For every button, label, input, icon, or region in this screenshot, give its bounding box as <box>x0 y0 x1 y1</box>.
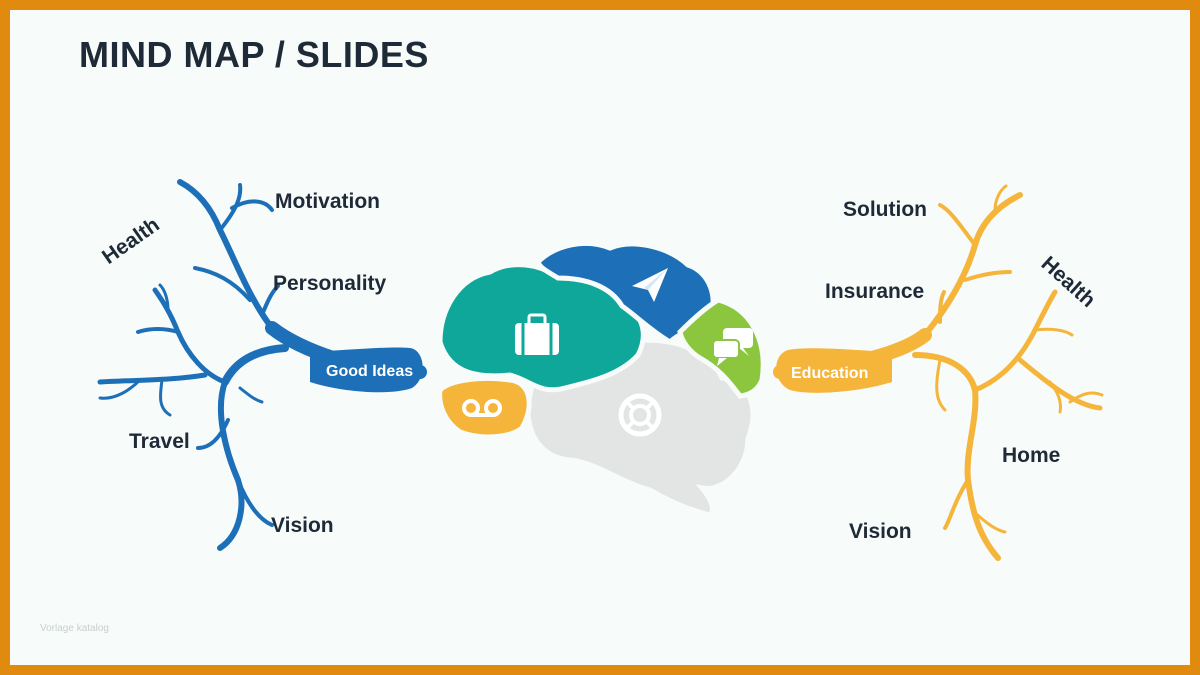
chat-bubbles-icon <box>712 328 753 366</box>
left-branch-travel: Travel <box>129 430 190 453</box>
slide: MIND MAP / SLIDES <box>10 10 1190 665</box>
mind-map-art: Good Ideas Education <box>97 179 1104 561</box>
left-branch-motivation: Motivation <box>275 190 380 213</box>
left-branch-vision: Vision <box>271 514 334 537</box>
lifebuoy-icon <box>618 393 662 437</box>
watermark: Vorlage katalog <box>40 623 109 634</box>
voicemail-icon <box>462 399 502 417</box>
paper-plane-icon <box>632 268 668 302</box>
right-branch-solution: Solution <box>843 198 927 221</box>
right-branch-vision: Vision <box>849 520 912 543</box>
left-branch-personality: Personality <box>273 272 387 295</box>
brain <box>437 240 766 518</box>
briefcase-icon <box>515 313 559 355</box>
education-label: Education <box>791 365 868 382</box>
right-branch-home: Home <box>1002 444 1061 467</box>
slide-title: MIND MAP / SLIDES <box>79 34 429 75</box>
education-node <box>776 348 892 393</box>
good-ideas-node <box>310 347 423 393</box>
right-branch-insurance: Insurance <box>825 280 925 303</box>
good-ideas-label: Good Ideas <box>326 363 413 380</box>
